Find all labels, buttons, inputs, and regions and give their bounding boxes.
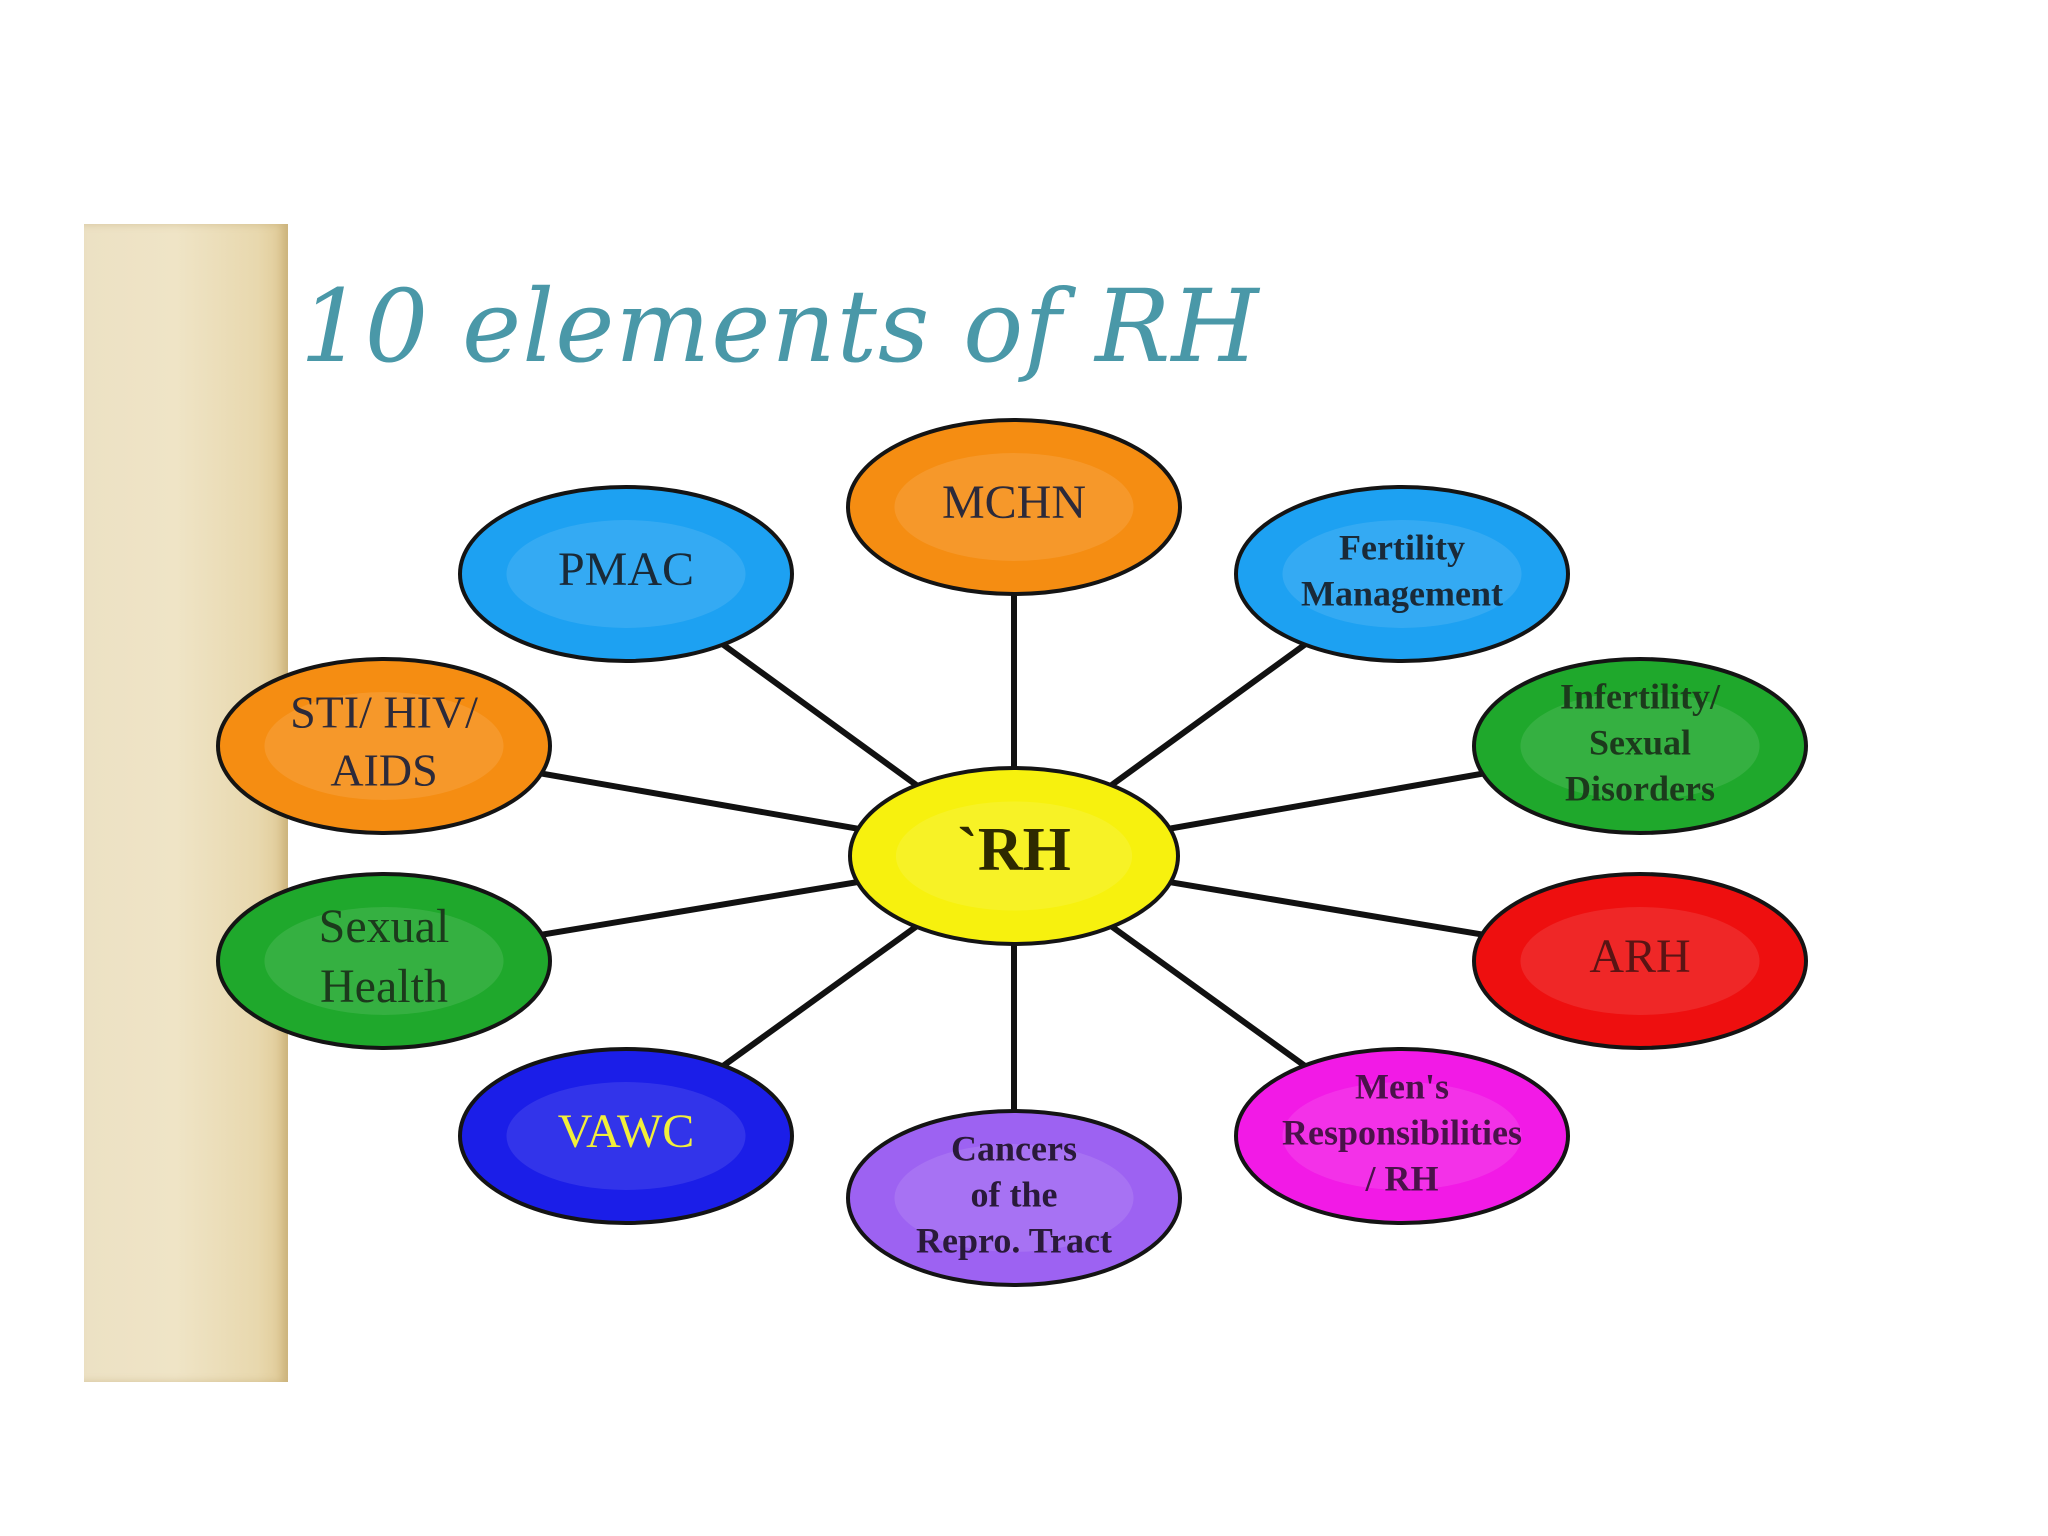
outer-node-label-line: PMAC	[558, 543, 694, 596]
outer-node-label-line: Fertility	[1339, 527, 1465, 567]
outer-node-ellipse	[458, 1047, 794, 1225]
outer-node-label-line: / RH	[1364, 1158, 1438, 1198]
outer-node-ellipse	[1234, 485, 1570, 663]
outer-node-label-line: Responsibilities	[1282, 1112, 1522, 1152]
outer-node-ellipse-highlight	[894, 453, 1134, 561]
outer-node-ellipse-highlight	[506, 520, 746, 628]
node-vawc: VAWC	[458, 1047, 794, 1225]
outer-node-label-line: ARH	[1589, 930, 1690, 983]
outer-node-label-line: Sexual	[1589, 722, 1691, 762]
outer-node-label-line: STI/ HIV/	[290, 687, 478, 738]
node-pmac: PMAC	[458, 485, 794, 663]
outer-node-label-line: Disorders	[1565, 768, 1715, 808]
node-mchn: MCHN	[846, 418, 1182, 596]
outer-node-label-line: Management	[1301, 573, 1503, 613]
outer-node-ellipse	[458, 485, 794, 663]
node-arh: ARH	[1472, 872, 1808, 1050]
outer-node-ellipse	[1472, 657, 1808, 835]
outer-node-label-line: Men's	[1355, 1066, 1449, 1106]
center-node-ellipse-highlight	[895, 801, 1133, 911]
outer-node-ellipse-highlight	[506, 1082, 746, 1190]
outer-node-ellipse-highlight	[1282, 1082, 1522, 1190]
center-node-label-line: `RH	[957, 816, 1071, 884]
outer-node-ellipse	[1472, 872, 1808, 1050]
outer-node-ellipse-highlight	[1520, 907, 1760, 1015]
outer-node-ellipse-highlight	[1520, 692, 1760, 800]
outer-node-label-line: of the	[971, 1174, 1058, 1214]
outer-node-label-line: Sexual	[319, 900, 450, 953]
outer-node-ellipse	[216, 872, 552, 1050]
node-rh: `RH	[848, 766, 1180, 946]
diagram-nodes: MCHN FertilityManagementInfertility/Sexua…	[216, 418, 1808, 1287]
outer-node-ellipse	[846, 1109, 1182, 1287]
center-node-ellipse	[848, 766, 1180, 946]
outer-node-label-line: AIDS	[330, 745, 437, 796]
slide-title: 10 elements of RH	[300, 268, 1260, 385]
outer-node-label-line: Infertility/	[1560, 676, 1721, 716]
outer-node-label-line: Cancers	[951, 1128, 1077, 1168]
outer-node-ellipse-highlight	[264, 907, 504, 1015]
decorative-side-strip	[84, 224, 288, 1382]
node-sti-hiv-aids: STI/ HIV/AIDS	[216, 657, 552, 835]
outer-node-ellipse	[846, 418, 1182, 596]
outer-node-ellipse	[216, 657, 552, 835]
outer-node-ellipse-highlight	[894, 1144, 1134, 1252]
outer-node-ellipse	[1234, 1047, 1570, 1225]
outer-node-label-line: Repro. Tract	[916, 1220, 1112, 1260]
outer-node-label-line: MCHN	[942, 476, 1086, 529]
outer-node-ellipse-highlight	[264, 692, 504, 800]
outer-node-label-line: VAWC	[558, 1105, 695, 1158]
outer-node-ellipse-highlight	[1282, 520, 1522, 628]
outer-node-label-line: Health	[320, 960, 448, 1013]
